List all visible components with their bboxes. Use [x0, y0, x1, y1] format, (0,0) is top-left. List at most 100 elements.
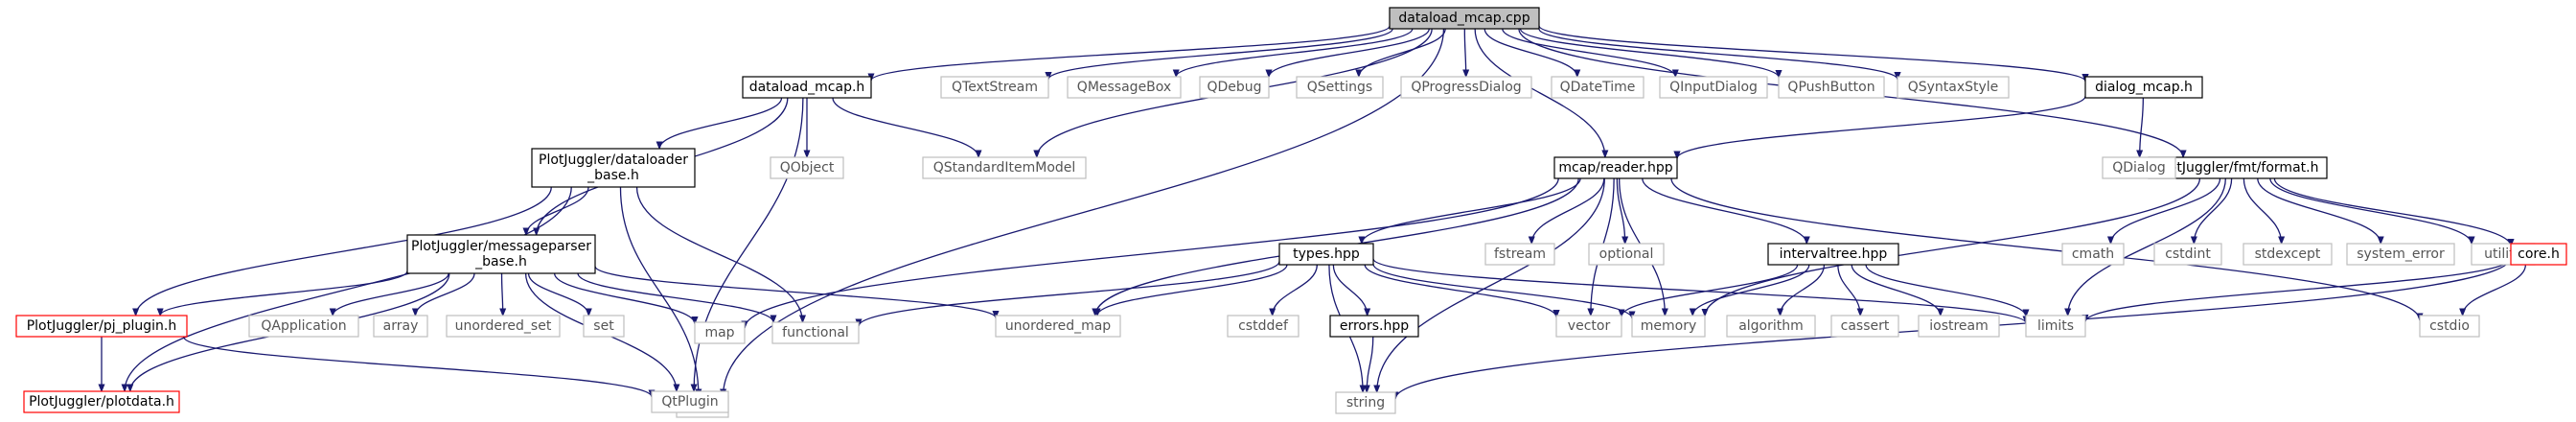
edge-mcap_reader-to-fstream: [1531, 177, 1605, 244]
node-functional: functional: [771, 321, 860, 344]
node-qdebug: QDebug: [1199, 76, 1270, 99]
node-box: [922, 156, 1087, 179]
node-label: cstddef: [1238, 318, 1289, 334]
edge-msgparser_base-to-unordered_map: [594, 266, 996, 319]
node-box: [1296, 76, 1384, 99]
edge-dataload_h-to-dataloader_base: [659, 97, 783, 149]
edge-root-to-qdatetime: [1484, 28, 1577, 77]
node-label: errors.hpp: [1340, 318, 1409, 334]
edge-fmt_format-to-cstdint: [2194, 177, 2233, 244]
node-memory: memory: [1631, 315, 1706, 338]
node-qtextstream: QTextStream: [940, 76, 1049, 99]
edge-root-to-qsyntax: [1538, 28, 1898, 80]
node-array: array: [373, 315, 428, 338]
edge-types_hpp-to-vector: [1364, 264, 1556, 317]
edge-root-to-dataload_h: [871, 25, 1391, 82]
node-fstream: fstream: [1484, 243, 1555, 266]
node-box: [248, 315, 359, 338]
edge-fmt_format-to-stdexcept: [2242, 177, 2281, 244]
node-label: system_error: [2357, 246, 2445, 262]
node-label: functional: [782, 325, 849, 340]
node-intervaltree[interactable]: intervaltree.hpp: [1767, 243, 1899, 266]
node-types-hpp[interactable]: types.hpp: [1278, 243, 1374, 266]
node-box: [1278, 243, 1374, 266]
node-dialog-h[interactable]: dialog_mcap.h: [2084, 76, 2203, 99]
node-box: [771, 321, 860, 344]
node-label: optional: [1599, 246, 1654, 262]
node-box: [1329, 315, 1419, 338]
node-core-h[interactable]: core.h: [2510, 243, 2567, 266]
node-dataloader-base[interactable]: PlotJuggler/dataloader_base.h: [531, 148, 696, 188]
node-qdatetime: QDateTime: [1551, 76, 1644, 99]
node-box: [1555, 315, 1622, 338]
edge-intervaltree-to-vector: [1622, 264, 1799, 316]
node-label: PlotJuggler/messageparser: [411, 239, 591, 254]
node-qmessagebox: QMessageBox: [1067, 76, 1182, 99]
node-box: [2510, 243, 2567, 266]
edge-dataloader_base-to-qfile: [619, 186, 698, 396]
edge-msgparser_base-to-unordered_set: [502, 272, 503, 316]
node-box: [531, 148, 696, 188]
edge-types_hpp-to-unordered_map: [1097, 264, 1288, 316]
node-box: [1726, 315, 1816, 338]
edge-msgparser_base-to-map: [553, 272, 695, 324]
node-label: PlotJuggler/plotdata.h: [29, 394, 174, 410]
node-box: [1631, 315, 1706, 338]
node-qprogress: QProgressDialog: [1400, 76, 1532, 99]
node-box: [2419, 315, 2480, 338]
node-label: unordered_map: [1005, 318, 1111, 334]
node-label: QApplication: [261, 318, 346, 334]
node-label: string: [1346, 395, 1385, 410]
edge-msgparser_base-to-qapplication: [333, 272, 449, 316]
node-cmath: cmath: [2061, 243, 2125, 266]
node-label: QDialog: [2112, 160, 2166, 176]
node-box: [694, 321, 746, 344]
node-cassert: cassert: [1830, 315, 1899, 338]
node-label: PlotJuggler/pj_plugin.h: [27, 318, 177, 334]
node-label: PlotJuggler/fmt/format.h: [2157, 160, 2319, 176]
node-plotdata[interactable]: PlotJuggler/plotdata.h: [23, 390, 180, 413]
node-label: stdexcept: [2255, 246, 2321, 262]
edge-dataloader_base-to-msgparser_base: [526, 186, 589, 235]
edge-msgparser_base-to-array: [415, 272, 475, 316]
node-label: algorithm: [1738, 318, 1804, 334]
node-label: QInputDialog: [1669, 80, 1758, 95]
edge-mcap_reader-to-cstdio: [1670, 177, 2420, 320]
node-label: _base.h: [586, 168, 639, 183]
edge-dataloader_base-to-plotdata: [125, 186, 572, 391]
edge-root-to-qmessagebox: [1176, 28, 1414, 77]
edge-dataload_h-to-qstdmodel: [832, 97, 978, 157]
node-mcap-reader[interactable]: mcap/reader.hpp: [1553, 156, 1678, 179]
node-label: dialog_mcap.h: [2095, 80, 2193, 95]
node-qsyntax: QSyntaxStyle: [1897, 76, 2010, 99]
node-label: QDateTime: [1560, 80, 1636, 95]
edge-types_hpp-to-functional: [859, 261, 1280, 327]
node-fmt-format[interactable]: PlotJuggler/fmt/format.h: [2148, 156, 2328, 179]
node-qpush: QPushButton: [1778, 76, 1885, 99]
node-label: cassert: [1841, 318, 1890, 334]
node-msgparser-base[interactable]: PlotJuggler/messageparser_base.h: [406, 234, 596, 274]
node-stdexcept: stdexcept: [2242, 243, 2333, 266]
edge-intervaltree-to-limits: [1865, 264, 2026, 316]
node-cstddef: cstddef: [1227, 315, 1300, 338]
node-root[interactable]: dataload_mcap.cpp: [1389, 7, 1540, 30]
node-label: array: [383, 318, 419, 334]
node-label: QObject: [780, 160, 835, 176]
node-label: memory: [1641, 318, 1697, 334]
node-label: QtPlugin: [661, 394, 718, 410]
node-qtplugin: QtPlugin: [651, 390, 729, 413]
node-box: [2025, 315, 2086, 338]
node-box: [373, 315, 428, 338]
edge-types_hpp-to-memory: [1372, 264, 1632, 318]
node-system-error: system_error: [2346, 243, 2455, 266]
node-qapplication: QApplication: [248, 315, 359, 338]
node-box: [2084, 76, 2203, 99]
node-errors-hpp[interactable]: errors.hpp: [1329, 315, 1419, 338]
edge-core_h-to-cstdio: [2463, 264, 2527, 316]
node-dataload-h[interactable]: dataload_mcap.h: [742, 76, 872, 99]
edge-mcap_reader-to-string: [1377, 177, 1605, 392]
node-label: QStandardItemModel: [933, 160, 1076, 176]
node-pj-plugin[interactable]: PlotJuggler/pj_plugin.h: [15, 315, 188, 338]
node-label: PlotJuggler/dataloader: [539, 152, 688, 168]
